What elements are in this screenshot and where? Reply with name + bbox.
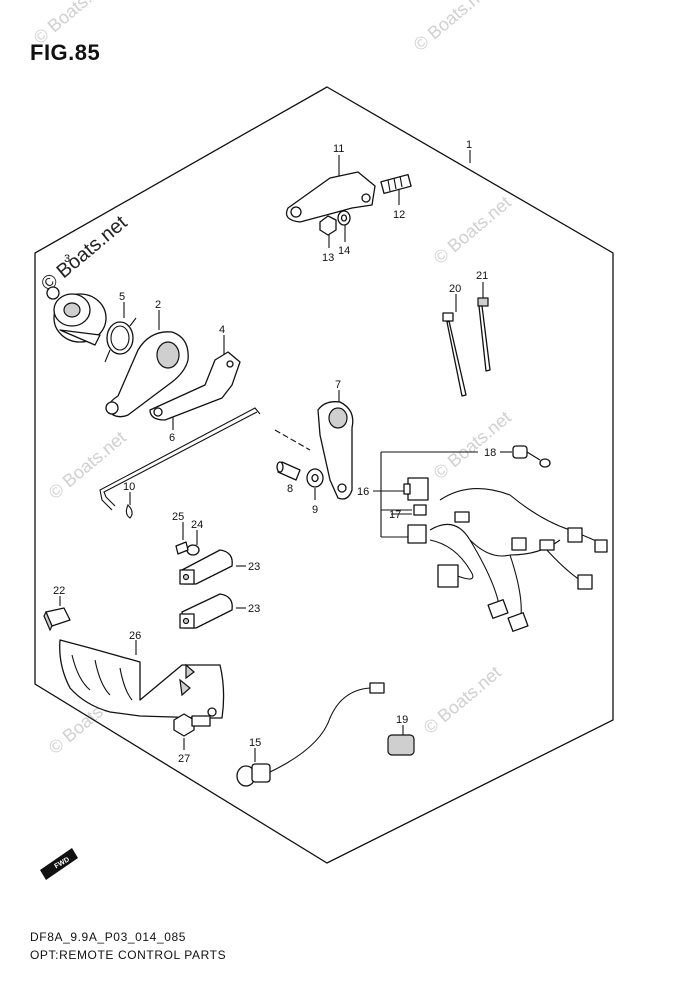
connector-18 bbox=[512, 445, 551, 468]
callout-2: 2 bbox=[155, 299, 161, 311]
plate-4 bbox=[149, 351, 241, 421]
washer-14 bbox=[337, 210, 351, 226]
callout-10: 10 bbox=[123, 481, 135, 493]
plate-26 bbox=[59, 639, 225, 719]
callout-1: 1 bbox=[466, 139, 472, 151]
callout-12: 12 bbox=[393, 209, 405, 221]
callout-5: 5 bbox=[119, 291, 125, 303]
rod-6 bbox=[99, 407, 311, 511]
nut-13 bbox=[319, 215, 337, 236]
bushing-3 bbox=[46, 286, 107, 346]
watermark-text: © Boats.net bbox=[45, 427, 130, 503]
wiring-harness bbox=[429, 488, 608, 632]
relay-17 bbox=[407, 504, 427, 544]
clip-10 bbox=[125, 504, 133, 519]
callout-18: 18 bbox=[484, 447, 496, 459]
callout-21: 21 bbox=[476, 270, 488, 282]
watermark-text: © Boats.net bbox=[420, 662, 505, 738]
callout-23-upper: 23 bbox=[248, 561, 260, 573]
callout-26: 26 bbox=[129, 630, 141, 642]
fwd-arrow-icon: FWD bbox=[40, 848, 78, 880]
bracket-11 bbox=[285, 171, 376, 223]
pad-22 bbox=[43, 607, 71, 632]
callout-16: 16 bbox=[357, 486, 369, 498]
watermark-text: © Boats.net bbox=[430, 192, 515, 268]
washer-24 bbox=[186, 544, 200, 556]
spring-5 bbox=[104, 317, 137, 363]
callout-20: 20 bbox=[449, 283, 461, 295]
cable-tie-20 bbox=[442, 312, 467, 397]
callout-13: 13 bbox=[322, 252, 334, 264]
watermark-main: © Boats.net bbox=[37, 211, 132, 295]
figure-title: FIG.85 bbox=[30, 40, 101, 65]
callout-4: 4 bbox=[219, 324, 225, 336]
callout-labels: 1 11 12 13 14 3 5 2 4 7 6 8 9 10 20 21 1… bbox=[53, 139, 496, 765]
callout-15: 15 bbox=[249, 737, 261, 749]
arm-7 bbox=[317, 401, 354, 500]
leader-lines bbox=[59, 150, 512, 762]
cable-tie-21 bbox=[477, 297, 491, 372]
bolt-27 bbox=[173, 713, 211, 737]
bracket-23-upper bbox=[179, 549, 233, 585]
callout-8: 8 bbox=[287, 483, 293, 495]
callout-3: 3 bbox=[64, 253, 70, 265]
watermarks: © Boats.net © Boats.net © Boats.net © Bo… bbox=[30, 0, 515, 758]
callout-6: 6 bbox=[169, 432, 175, 444]
diagram-code: DF8A_9.9A_P03_014_085 bbox=[30, 930, 187, 944]
harness-15 bbox=[236, 682, 385, 787]
pin-8 bbox=[276, 461, 301, 481]
diagram-caption: OPT:REMOTE CONTROL PARTS bbox=[30, 948, 227, 962]
callout-14: 14 bbox=[338, 245, 350, 257]
stud-12 bbox=[380, 173, 412, 195]
callout-19: 19 bbox=[396, 714, 408, 726]
callout-23-lower: 23 bbox=[248, 603, 260, 615]
watermark-text: © Boats.net bbox=[410, 0, 495, 55]
callout-25: 25 bbox=[172, 511, 184, 523]
callout-27: 27 bbox=[178, 753, 190, 765]
callout-9: 9 bbox=[312, 504, 318, 516]
bracket-23-lower bbox=[179, 593, 233, 629]
callout-22: 22 bbox=[53, 585, 65, 597]
callout-24: 24 bbox=[191, 519, 203, 531]
washer-9 bbox=[306, 468, 324, 488]
watermark-text: © Boats.net bbox=[430, 407, 515, 483]
callout-7: 7 bbox=[335, 379, 341, 391]
screw-25 bbox=[175, 541, 189, 555]
kit-outline bbox=[34, 86, 614, 864]
relay-16 bbox=[403, 477, 429, 501]
callout-17: 17 bbox=[389, 509, 401, 521]
lever-2 bbox=[105, 331, 189, 418]
callout-11: 11 bbox=[333, 143, 344, 155]
cap-19 bbox=[387, 734, 415, 756]
